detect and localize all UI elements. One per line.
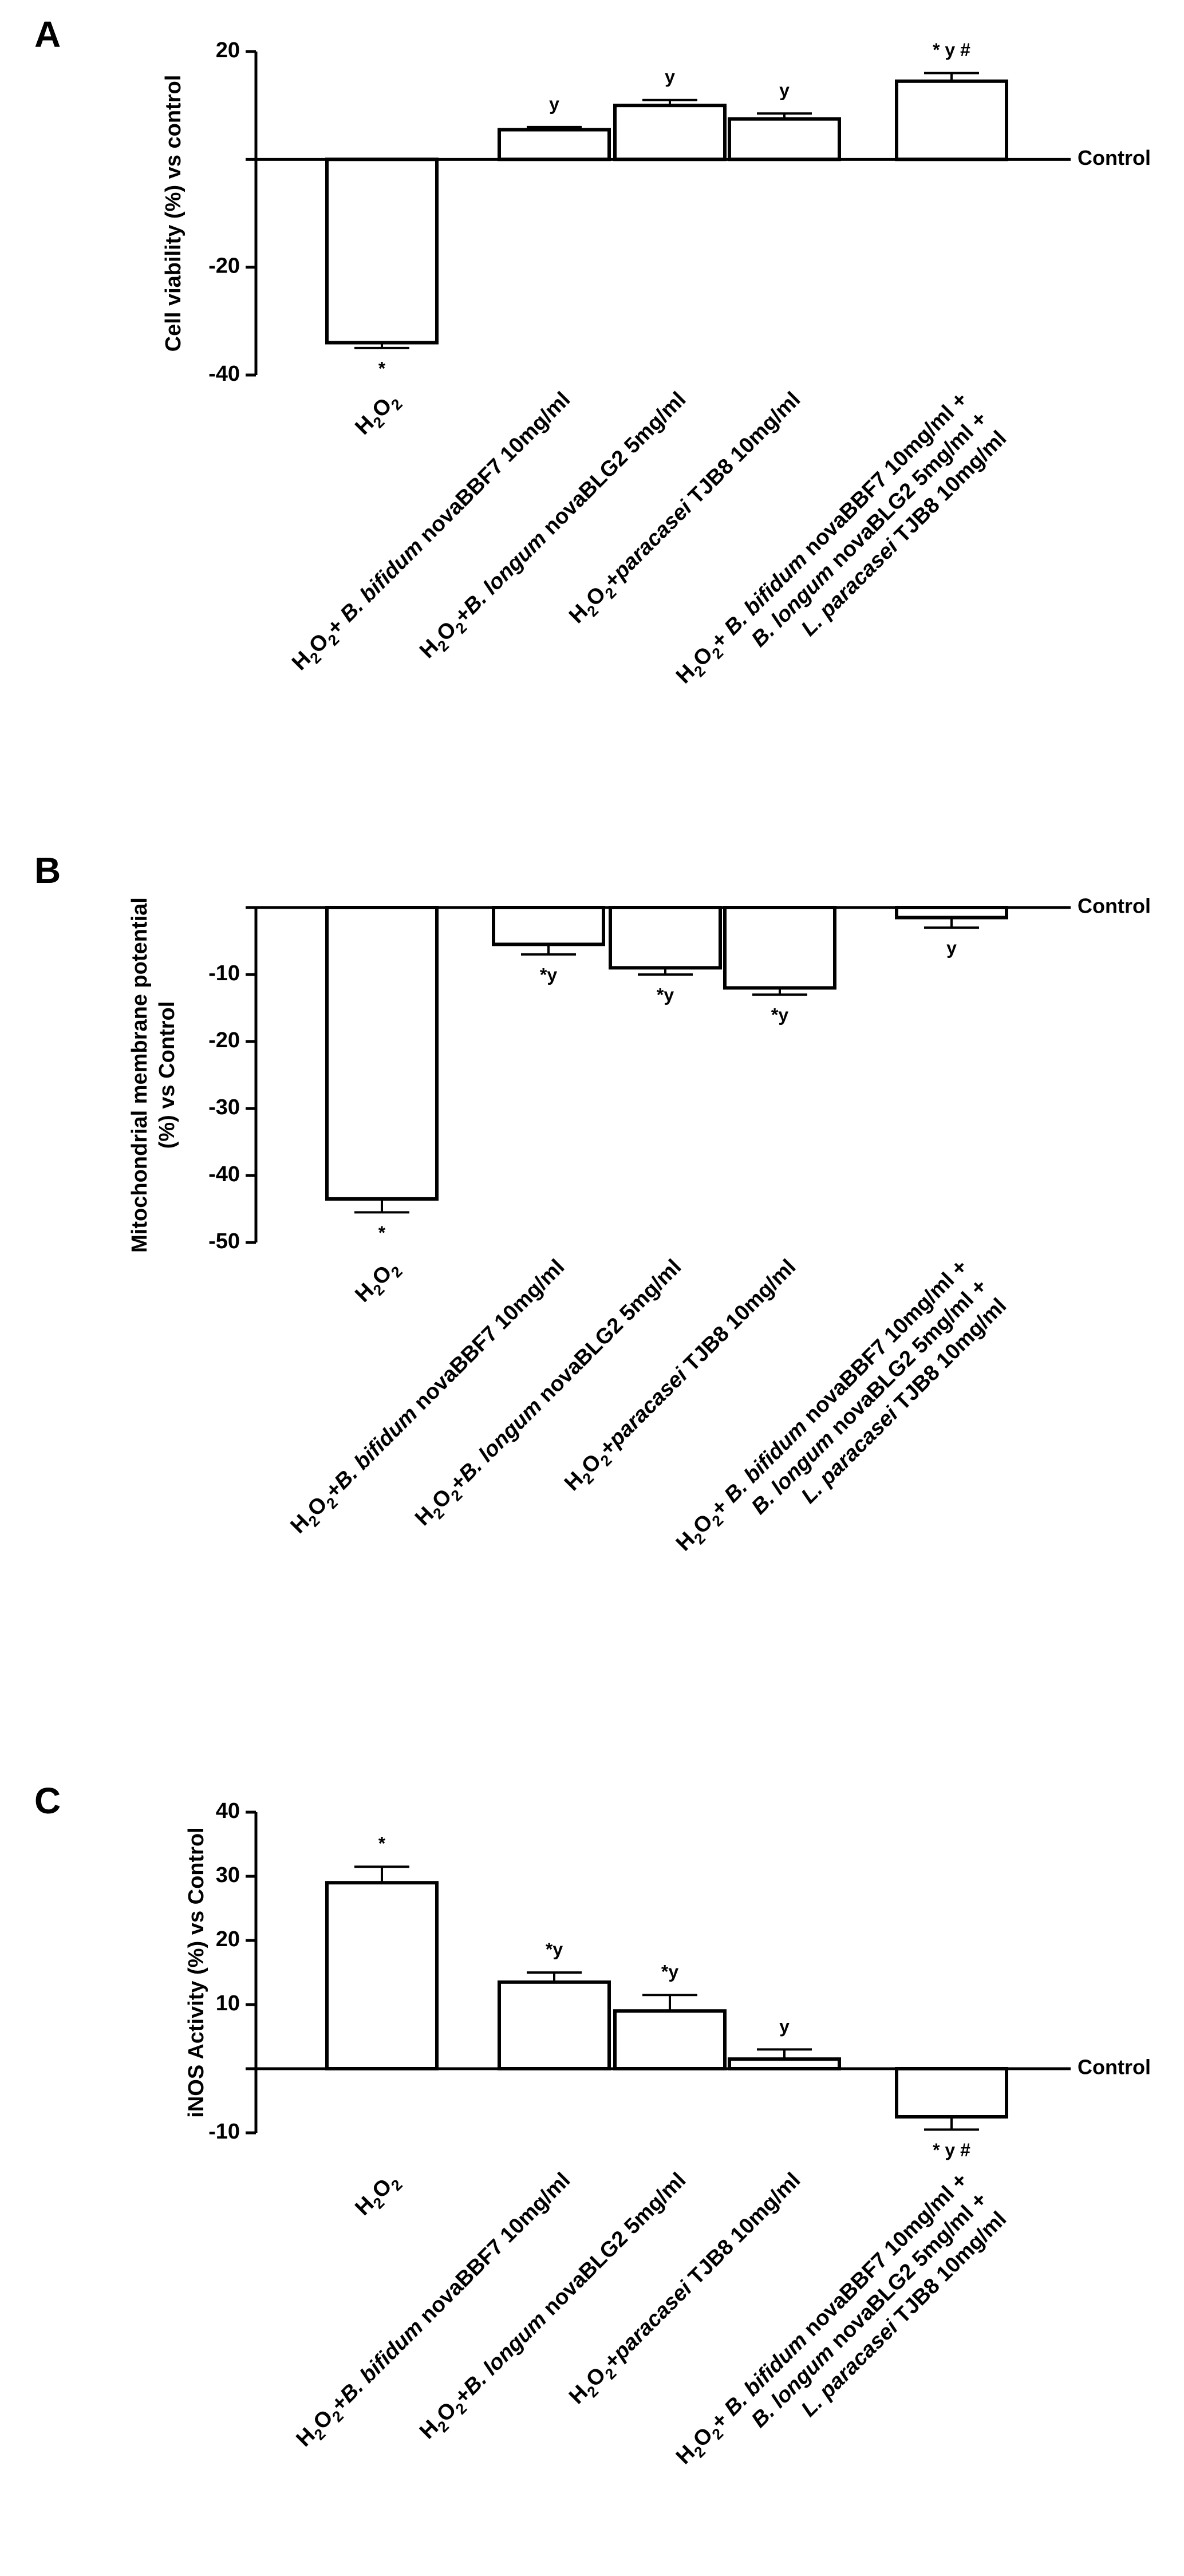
x-category-label: H2O2 — [350, 388, 405, 443]
panel-letter: A — [34, 14, 61, 55]
significance-label: y — [549, 93, 559, 114]
significance-label: *y — [661, 1962, 678, 1982]
y-tick-label: -10 — [208, 961, 240, 985]
bar — [895, 906, 1008, 920]
chart-panel-a: A Control 20 -20 -40 Cell viability (%) vs co… — [34, 14, 1151, 692]
significance-label: * — [378, 1222, 386, 1243]
significance-label: y — [946, 938, 957, 958]
svg-text:H2O2+ B. bifidum novaBBF7 10mg: H2O2+ B. bifidum novaBBF7 10mg/ml + — [672, 2168, 976, 2472]
svg-text:H2O2+ B. bifidum novaBBF7 10mg: H2O2+ B. bifidum novaBBF7 10mg/ml + — [672, 1255, 976, 1559]
y-axis-label: Mitochondrial membrane potential — [128, 897, 152, 1253]
y-tick-label: -10 — [208, 2120, 240, 2144]
significance-label: *y — [540, 964, 557, 985]
y-tick-label: -40 — [208, 362, 240, 386]
significance-label: *y — [771, 1005, 788, 1025]
y-tick-label: 40 — [216, 1799, 240, 1823]
bar — [492, 906, 605, 946]
significance-label: * y # — [933, 2140, 970, 2160]
bar — [728, 2057, 841, 2070]
svg-text:H2O2: H2O2 — [350, 2168, 405, 2223]
svg-text:H2O2: H2O2 — [350, 1255, 405, 1310]
svg-text:H2O2: H2O2 — [350, 388, 405, 443]
bar — [498, 1980, 611, 2071]
bar — [325, 906, 439, 1201]
panel-letter: C — [34, 1780, 61, 1821]
significance-label: * — [378, 358, 386, 378]
y-tick-label: -20 — [208, 254, 240, 278]
y-axis-label: (%) vs Control — [155, 1001, 179, 1149]
bar — [895, 2067, 1008, 2119]
svg-text:H2O2+ B. bifidum novaBBF7 10mg: H2O2+ B. bifidum novaBBF7 10mg/ml + — [672, 388, 976, 692]
bar — [613, 104, 727, 161]
significance-label: y — [779, 2016, 790, 2037]
svg-text:B. longum novaBLG2 5mg/ml +: B. longum novaBLG2 5mg/ml + — [747, 1275, 992, 1520]
x-category-label: H2O2+ B. bifidum novaBBF7 10mg/ml +B. lo… — [672, 2168, 1011, 2472]
significance-label: * — [378, 1833, 386, 1854]
x-category-label: H2O2+ B. bifidum novaBBF7 10mg/ml +B. lo… — [672, 388, 1011, 692]
bar — [325, 157, 439, 345]
y-tick-label: -50 — [208, 1229, 240, 1253]
significance-label: * y # — [933, 40, 970, 60]
bar — [613, 2009, 727, 2070]
y-tick-label: -20 — [208, 1028, 240, 1052]
svg-text:B. longum novaBLG2 5mg/ml +: B. longum novaBLG2 5mg/ml + — [747, 2188, 992, 2433]
baseline-label: Control — [1078, 894, 1151, 918]
bar — [723, 906, 836, 990]
significance-label: *y — [546, 1939, 563, 1959]
x-category-label: H2O2 — [350, 2168, 405, 2223]
bar — [325, 1881, 439, 2070]
y-tick-label: 10 — [216, 1991, 240, 2015]
svg-text:B. longum novaBLG2 5mg/ml +: B. longum novaBLG2 5mg/ml + — [747, 407, 992, 652]
bar — [609, 906, 722, 970]
x-category-label: H2O2 — [350, 1255, 405, 1310]
chart-panel-b: B Control -10 -20 -30 -40 -50 Mitochondrial mem… — [34, 850, 1151, 1559]
bar — [498, 128, 611, 161]
y-tick-label: 30 — [216, 1863, 240, 1887]
baseline-label: Control — [1078, 2056, 1151, 2079]
y-tick-label: 20 — [216, 38, 240, 62]
significance-label: y — [779, 80, 790, 101]
panel-letter: B — [34, 850, 61, 891]
baseline-label: Control — [1078, 146, 1151, 169]
y-tick-label: 20 — [216, 1927, 240, 1951]
x-category-label: H2O2+ B. bifidum novaBBF7 10mg/ml +B. lo… — [672, 1255, 1011, 1559]
bar — [728, 117, 841, 161]
bar — [895, 79, 1008, 161]
significance-label: y — [665, 66, 675, 87]
y-tick-label: -40 — [208, 1162, 240, 1186]
y-axis-label: Cell viability (%) vs control — [161, 75, 186, 352]
y-tick-label: -30 — [208, 1095, 240, 1119]
y-axis-label: iNOS Activity (%) vs Control — [184, 1827, 208, 2117]
significance-label: *y — [657, 984, 674, 1005]
